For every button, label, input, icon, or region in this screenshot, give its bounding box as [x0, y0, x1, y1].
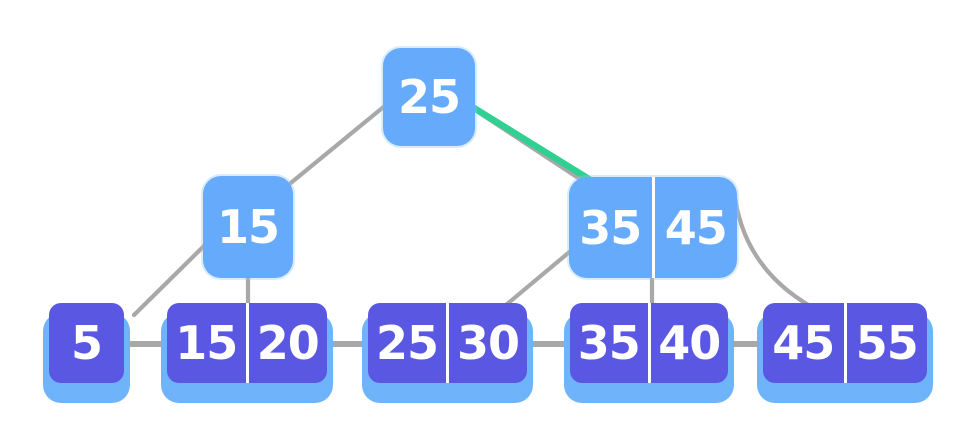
edge-internal-right-leaf-3: [497, 246, 576, 313]
node-key: 35: [579, 200, 642, 255]
leaf-card: 35 40: [570, 303, 728, 383]
node-key: 5: [70, 316, 103, 370]
node-key: 40: [658, 316, 721, 370]
tree-leaf-2: 15 20: [161, 303, 333, 403]
key-divider: [446, 303, 449, 383]
tree-node-internal-right: 35 45: [569, 177, 737, 278]
tree-leaf-3: 25 30: [362, 303, 533, 403]
leaf-card: 5: [49, 303, 124, 383]
node-key: 35: [577, 316, 641, 370]
tree-node-root: 25: [383, 48, 475, 146]
edge-root-internal-right-highlight: [462, 99, 593, 183]
tree-leaf-1: 5: [43, 303, 130, 403]
node-key: 20: [256, 316, 320, 370]
node-key: 15: [216, 200, 280, 254]
edge-internal-right-leaf-5: [731, 187, 813, 309]
node-key: 30: [456, 316, 520, 370]
node-key: 25: [397, 70, 461, 124]
edge-internal-left-leaf-1: [131, 238, 212, 318]
node-key: 45: [664, 200, 728, 255]
key-divider: [647, 303, 651, 383]
leaf-card: 15 20: [167, 303, 327, 383]
tree-leaf-4: 35 40: [564, 303, 734, 403]
tree-node-internal-left: 15: [203, 176, 293, 278]
edge-root-internal-left: [278, 97, 395, 194]
node-key: 15: [175, 316, 238, 370]
node-key: 45: [772, 316, 835, 370]
node-key: 55: [855, 316, 919, 370]
key-divider: [245, 303, 249, 383]
key-divider: [843, 303, 847, 383]
node-key: 25: [375, 316, 439, 370]
leaf-card: 45 55: [763, 303, 927, 383]
tree-leaf-5: 45 55: [757, 303, 933, 403]
key-divider: [651, 177, 655, 278]
leaf-card: 25 30: [368, 303, 527, 383]
